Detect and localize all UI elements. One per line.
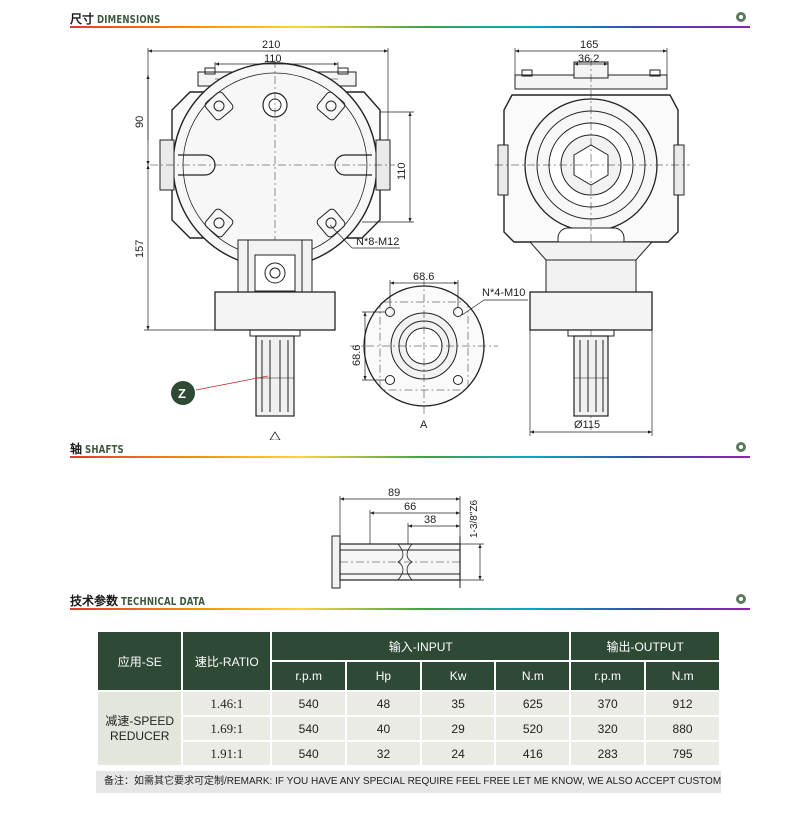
table-row: 减速-SPEED REDUCER 1.46:1 540 48 35 625 37… [98,692,719,765]
dim-dia-115: Ø115 [574,419,600,431]
rainbow-divider [70,456,750,458]
output-nm-cell: 795 [646,742,719,765]
view-a-label: A [420,419,428,431]
application-cell: 减速-SPEED REDUCER [98,692,182,765]
technical-title-cn: 技术参数 [70,594,119,608]
header-output-rpm: r.p.m [571,662,645,690]
technical-title: 技术参数 TECHNICAL DATA [70,592,229,609]
dimension-drawing: 210 110 90 157 110 N*8-M12 Z A 68.6 68.6… [134,39,690,440]
header-input-nm: N.m [496,662,570,690]
bullet-icon [736,442,746,452]
bullet-icon [736,594,746,604]
shaft-drawing: 89 66 38 1-3/8"Z6 [331,487,484,589]
input-nm-cell: 520 [496,717,570,740]
shafts-title-en: SHAFTS [85,443,125,456]
table-row: 1.69:1 540 40 29 520 320 880 [98,717,719,740]
rainbow-divider [70,608,750,610]
table-subheader-row: r.p.m Hp Kw N.m r.p.m N.m [98,662,719,690]
rainbow-divider [70,26,750,28]
input-kw-cell: 24 [421,742,495,765]
header-input-kw: Kw [421,662,495,690]
flange-dimensions [362,280,459,381]
input-hp-cell: 48 [347,692,420,715]
ratio-cell: 1.46:1 [183,692,271,715]
dimensions-header: 尺寸 DIMENSIONS [70,8,750,28]
side-dimensions [514,48,668,436]
dim-36-2: 36.2 [578,53,599,65]
input-nm-cell: 416 [496,742,570,765]
input-rpm-cell: 540 [272,717,346,740]
header-output-nm: N.m [646,662,719,690]
ratio-cell: 1.91:1 [183,742,271,765]
header-ratio: 速比-RATIO [183,632,271,690]
remark-note: 备注：如需其它要求可定制/REMARK: IF YOU HAVE ANY SPE… [96,771,721,793]
dim-157: 157 [134,240,146,258]
header-output: 输出-OUTPUT [571,632,719,660]
dim-68-6-v: 68.6 [351,345,363,366]
header-input: 输入-INPUT [272,632,570,660]
shafts-title: 轴 SHAFTS [70,440,135,457]
front-view [150,60,400,417]
shafts-title-cn: 轴 [70,442,83,456]
output-rpm-cell: 370 [571,692,645,715]
side-view [495,58,690,430]
dimensions-title-cn: 尺寸 [70,12,95,26]
z-label: Z [178,386,186,401]
output-nm-cell: 880 [646,717,719,740]
technical-title-en: TECHNICAL DATA [121,595,206,608]
dim-210: 210 [262,39,280,51]
spline-spec: 1-3/8"Z6 [469,500,480,538]
table-header-row: 应用-SE 速比-RATIO 输入-INPUT 输出-OUTPUT [98,632,719,690]
bullet-icon [736,12,746,22]
dim-110-side: 110 [396,162,408,180]
technical-data-table: 应用-SE 速比-RATIO 输入-INPUT 输出-OUTPUT r.p.m … [96,630,721,767]
input-hp-cell: 40 [347,717,420,740]
technical-header: 技术参数 TECHNICAL DATA [70,590,750,610]
header-application: 应用-SE [98,632,182,690]
dim-90: 90 [134,116,146,128]
shafts-header: 轴 SHAFTS [70,438,750,458]
input-hp-cell: 32 [347,742,420,765]
application-line2: REDUCER [110,728,170,743]
input-kw-cell: 29 [421,717,495,740]
header-input-rpm: r.p.m [272,662,346,690]
dim-165: 165 [580,39,598,51]
dimensions-title: 尺寸 DIMENSIONS [70,10,179,27]
z-badge [171,381,195,405]
input-rpm-cell: 540 [272,692,346,715]
flange-view [350,278,528,414]
header-input-hp: Hp [347,662,420,690]
dim-89: 89 [388,487,400,499]
input-nm-cell: 625 [496,692,570,715]
dim-68-6-h: 68.6 [413,271,434,283]
bolt-note-m10: N*4-M10 [482,287,525,299]
input-rpm-cell: 540 [272,742,346,765]
table-row: 1.91:1 540 32 24 416 283 795 [98,742,719,765]
front-dimensions [144,48,414,331]
bolt-note-m12: N*8-M12 [356,236,399,248]
output-rpm-cell: 320 [571,717,645,740]
dim-110-top: 110 [264,53,282,65]
output-nm-cell: 912 [646,692,719,715]
application-line1: 减速-SPEED [105,713,175,728]
output-rpm-cell: 283 [571,742,645,765]
dim-38: 38 [424,514,436,526]
dimensions-title-en: DIMENSIONS [97,13,161,26]
input-kw-cell: 35 [421,692,495,715]
dim-66: 66 [404,501,416,513]
ratio-cell: 1.69:1 [183,717,271,740]
